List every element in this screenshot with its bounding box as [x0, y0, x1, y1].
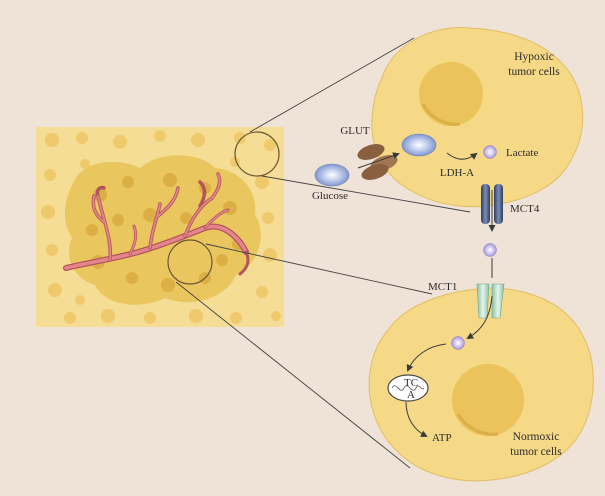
tca-to-atp-arrow	[405, 401, 428, 437]
glucose-molecule-inside	[401, 133, 437, 157]
lactate-molecule-normoxic	[451, 336, 465, 350]
hypoxic-label-line1: Hypoxic	[514, 51, 554, 63]
callout-circle-hypoxic	[234, 131, 280, 177]
normoxic-nucleus-shade	[456, 413, 499, 436]
mct4-transporter	[481, 184, 503, 232]
normoxic-label-line2: tumor cells	[510, 446, 562, 458]
ldha-conversion-arrow	[446, 152, 478, 160]
tca-label-line1: TC	[404, 377, 418, 389]
glucose-transport-arrow	[357, 152, 400, 169]
lactate-label: Lactate	[506, 147, 538, 159]
mct1-label: MCT1	[428, 281, 457, 293]
ldha-label: LDH-A	[440, 167, 474, 179]
glucose-molecule-outside	[314, 163, 350, 187]
hypoxic-nucleus	[419, 62, 483, 126]
lactate-molecule-extracellular	[483, 243, 497, 257]
callout-circle-normoxic	[167, 239, 213, 285]
tca-label-line2: A	[407, 389, 415, 401]
tissue-panel	[36, 127, 284, 327]
hypoxic-tumor-cell: Hypoxic tumor cells	[371, 27, 584, 208]
normoxic-nucleus	[452, 364, 524, 436]
mitochondrion-icon: TC A	[387, 374, 429, 402]
glut-transporter	[357, 144, 398, 180]
glucose-uptake: Glucose GLUT LDH-A Lactate	[312, 125, 539, 202]
hypoxic-label-line2: tumor cells	[508, 66, 560, 78]
tumor-cells-dots	[86, 173, 244, 292]
normoxic-label-line1: Normoxic	[513, 431, 560, 443]
glucose-label: Glucose	[312, 190, 348, 202]
hypoxic-nucleus-shade	[421, 103, 461, 126]
blood-vessel-network	[63, 172, 250, 276]
mct4-label: MCT4	[510, 203, 540, 215]
lactate-molecule-hypoxic	[483, 145, 497, 159]
lactate-to-tca-arrow	[406, 343, 447, 372]
atp-label: ATP	[432, 432, 452, 444]
glut-label: GLUT	[340, 125, 370, 137]
zoom-lines	[175, 37, 471, 469]
lactate-import-arrow	[466, 295, 493, 339]
